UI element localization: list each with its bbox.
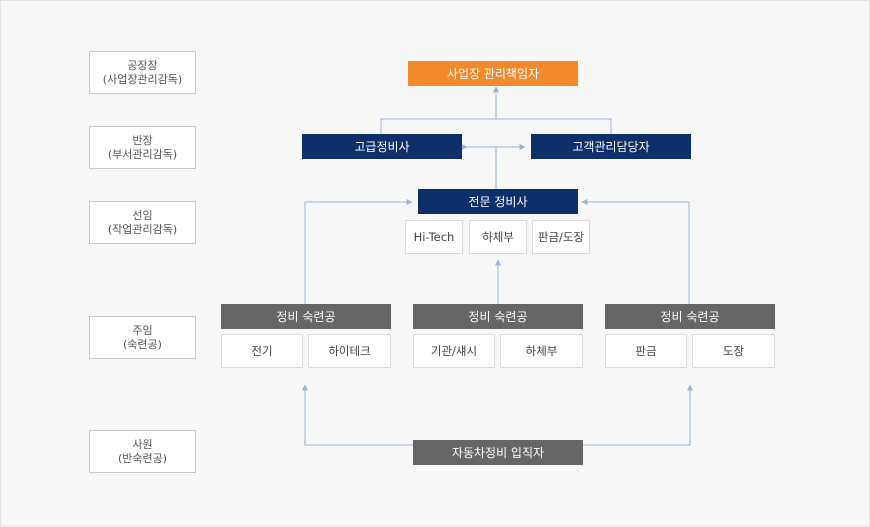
expert-sub-chassis: 하체부 (469, 220, 527, 254)
rank-role: (반숙련공) (117, 451, 168, 465)
rank-role: (작업관리감독) (107, 222, 178, 236)
skilled-group-3-sub-paint: 도장 (692, 334, 775, 368)
skilled-group-1-title: 정비 숙련공 (221, 304, 391, 329)
entry-box: 자동차정비 입직자 (413, 440, 583, 465)
rank-role: (부서관리감독) (107, 147, 178, 161)
skilled-group-3-title: 정비 숙련공 (605, 304, 775, 329)
rank-role: (숙련공) (123, 337, 162, 351)
rank-title: 반장 (132, 133, 153, 147)
rank-label-senior: 선임 (작업관리감독) (89, 201, 196, 244)
rank-title: 공장장 (127, 58, 158, 72)
rank-label-staff: 사원 (반숙련공) (89, 430, 196, 473)
skilled-group-2-title: 정비 숙련공 (413, 304, 583, 329)
rank-label-factory-manager: 공장장 (사업장관리감독) (89, 51, 196, 94)
connector-left-skilled-expert (304, 199, 413, 304)
skilled-group-1-sub-hitech: 하이테크 (308, 334, 391, 368)
rank-label-chief: 주임 (숙련공) (89, 316, 196, 359)
rank-title: 선임 (132, 208, 153, 222)
skilled-group-2-sub-chassis: 하체부 (500, 334, 583, 368)
skilled-group-1-sub-electric: 전기 (221, 334, 303, 368)
connector-entry-left (302, 384, 413, 446)
customer-manager-box: 고객관리담당자 (531, 134, 691, 159)
expert-mechanic-box: 전문 정비사 (418, 189, 578, 214)
expert-sub-hitech: Hi-Tech (405, 220, 463, 254)
expert-sub-bodypaint: 판금/도장 (532, 220, 590, 254)
skilled-group-2-sub-engine: 기관/섀시 (413, 334, 495, 368)
rank-label-foreman: 반장 (부서관리감독) (89, 126, 196, 169)
senior-mechanic-box: 고급정비사 (302, 134, 462, 159)
skilled-group-3-sub-sheetmetal: 판금 (605, 334, 687, 368)
connector-entry-right (582, 384, 693, 446)
connector-senior-manager (380, 118, 612, 134)
manager-box: 사업장 관리책임자 (408, 61, 578, 86)
rank-title: 주임 (132, 323, 153, 337)
rank-role: (사업장관리감독) (102, 72, 183, 86)
connector-right-skilled-expert (581, 199, 690, 304)
rank-title: 사원 (132, 437, 153, 451)
